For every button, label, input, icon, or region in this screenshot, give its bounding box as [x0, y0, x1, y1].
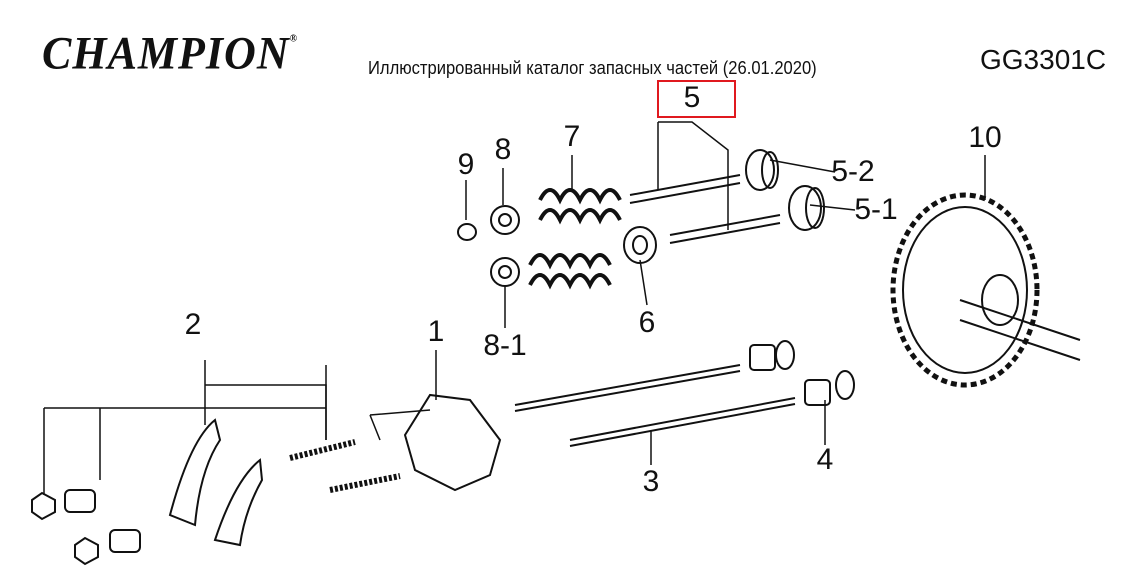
callout-5-2[interactable]: 5-2: [831, 155, 875, 188]
callout-2[interactable]: 2: [184, 308, 202, 341]
callout-8[interactable]: 8: [494, 133, 512, 166]
catalog-title: Иллюстрированный каталог запасных частей…: [368, 58, 817, 78]
callout-5-1[interactable]: 5-1: [854, 193, 898, 226]
camshaft-gear: [890, 192, 1081, 388]
valves: [629, 149, 825, 244]
retainers: [457, 205, 657, 287]
callout-3[interactable]: 3: [642, 465, 660, 498]
leader-lines: [43, 121, 986, 495]
highlight-box: [657, 80, 736, 118]
callout-7[interactable]: 7: [563, 120, 581, 153]
callout-10[interactable]: 10: [968, 121, 1002, 154]
push-rods: [514, 340, 855, 447]
callout-8-1[interactable]: 8-1: [483, 329, 527, 362]
guide-plate: [403, 393, 502, 492]
model-number: GG3301C: [980, 44, 1107, 75]
callout-6[interactable]: 6: [638, 306, 656, 339]
callout-5[interactable]: 5: [683, 81, 701, 114]
callout-9[interactable]: 9: [457, 148, 475, 181]
valve-springs: [528, 188, 622, 290]
callout-4[interactable]: 4: [816, 443, 834, 476]
registered-mark: ®: [289, 33, 299, 45]
rocker-arms: [31, 418, 401, 566]
brand-name: CHAMPION: [42, 27, 290, 80]
champion-logo: CHAMPION®: [42, 27, 298, 81]
callout-1[interactable]: 1: [427, 315, 445, 348]
